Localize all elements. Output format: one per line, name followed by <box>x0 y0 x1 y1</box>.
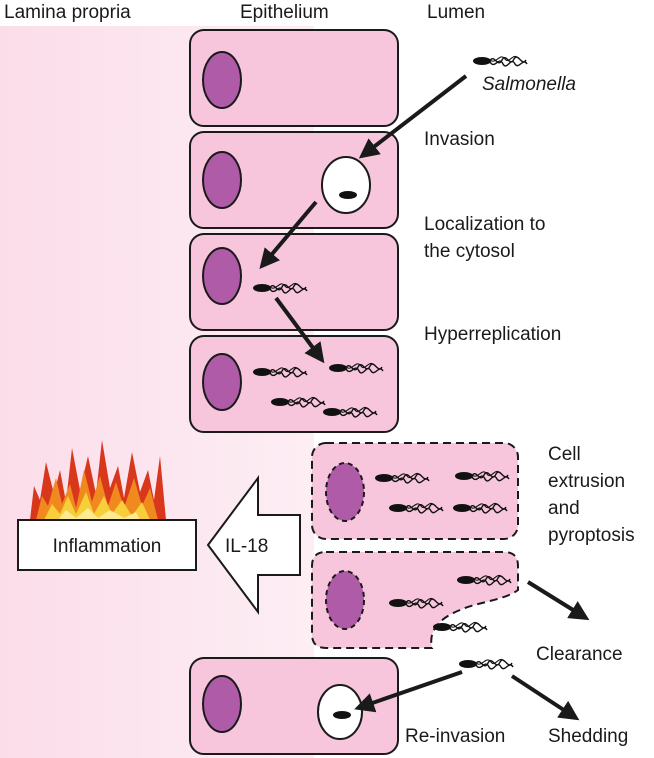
bacterium-in-vacuole <box>339 191 357 199</box>
nucleus <box>202 675 242 733</box>
shedding-arrow <box>510 674 580 721</box>
localization-label-line1: Localization to <box>424 214 545 235</box>
released-bacterium <box>432 621 488 633</box>
epithelial-cell-4 <box>189 335 399 433</box>
il18-label: IL-18 <box>225 536 268 557</box>
inflammation-label: Inflammation <box>53 536 162 557</box>
localization-label-line2: the cytosol <box>424 241 515 262</box>
nucleus <box>325 462 365 522</box>
salmonella-containing-vacuole <box>321 156 371 214</box>
extrusion-label-line4: pyroptosis <box>548 525 635 546</box>
hyperreplication-arrow <box>274 296 325 364</box>
extrusion-label-line2: extrusion <box>548 471 625 492</box>
epithelial-cell-3 <box>189 233 399 331</box>
clearance-arrow <box>526 580 590 621</box>
bacterium-in-vacuole <box>333 711 351 719</box>
localization-arrow <box>259 200 318 270</box>
shedding-label: Shedding <box>548 726 628 747</box>
extruded-cell-1 <box>311 442 519 540</box>
extrusion-label-line1: Cell <box>548 444 581 465</box>
invasion-arrow <box>358 74 468 159</box>
nucleus <box>325 570 365 630</box>
nucleus <box>202 353 242 411</box>
extruded-cell-2 <box>311 551 519 649</box>
epithelial-cell-5 <box>189 657 399 755</box>
lamina-propria-label: Lamina propria <box>4 2 131 23</box>
il18-arrow: IL-18 <box>206 474 301 616</box>
fire-icon <box>30 440 166 520</box>
reinvasion-label: Re-invasion <box>405 726 505 747</box>
process-arrows <box>259 74 590 721</box>
epithelium-label: Epithelium <box>240 2 329 23</box>
salmonella-label: Salmonella <box>482 74 576 95</box>
nucleus <box>202 247 242 305</box>
salmonella-bacterium-icon <box>472 55 528 67</box>
nucleus <box>202 151 242 209</box>
nucleus <box>202 51 242 109</box>
epithelial-cell-1 <box>189 29 399 127</box>
released-bacterium <box>458 658 514 670</box>
extrusion-label-line3: and <box>548 498 580 519</box>
reinvasion-arrow <box>354 670 463 713</box>
invasion-label: Invasion <box>424 129 495 150</box>
epithelial-cell-2 <box>189 131 399 229</box>
inflammation-box: Inflammation <box>17 519 197 571</box>
lumen-label: Lumen <box>427 2 485 23</box>
clearance-label: Clearance <box>536 644 623 665</box>
hyperreplication-label: Hyperreplication <box>424 324 561 345</box>
